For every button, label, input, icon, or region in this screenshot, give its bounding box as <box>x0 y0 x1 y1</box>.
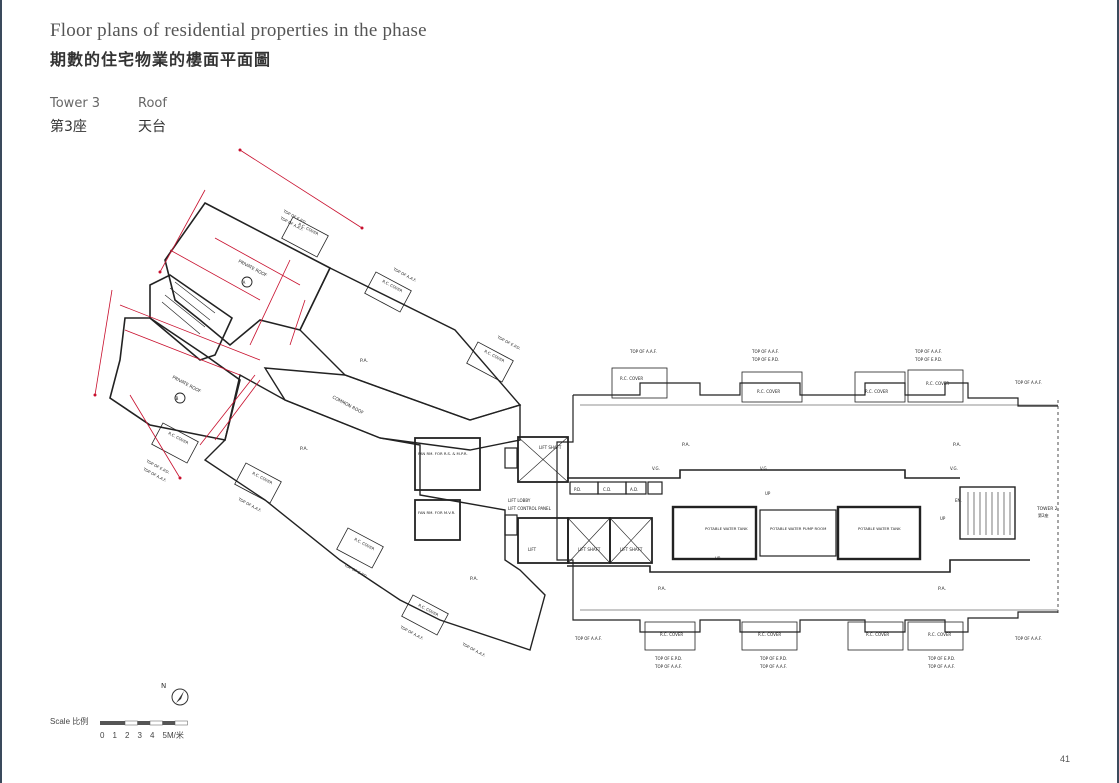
page-title-en: Floor plans of residential properties in… <box>50 20 427 41</box>
wing-rc-cover-5: R.C. COVER <box>252 470 274 485</box>
floor-label-zh: 天台 <box>138 119 166 135</box>
north-arrow: N <box>161 682 189 706</box>
lift-lobby-label: LIFT LOBBY <box>508 498 531 503</box>
top-aaf-label-7: TOP OF A.A.F. <box>654 664 682 669</box>
up-label-2: UP <box>765 491 771 496</box>
top-epd-label-3: TOP OF E.P.D. <box>654 656 682 661</box>
wing-top-epd-2: TOP OF E.P.D. <box>496 334 522 351</box>
rc-cover-label-2: R.C. COVER <box>757 389 780 394</box>
rc-cover-label-3: R.C. COVER <box>865 389 888 394</box>
common-roof-label: COMMON ROOF <box>331 394 365 416</box>
scale-tick-4: 4 <box>150 731 155 740</box>
top-epd-label-5: TOP OF E.P.D. <box>927 656 955 661</box>
rc-cover-label-8: R.C. COVER <box>928 632 951 637</box>
scale-tick-2: 2 <box>125 731 130 740</box>
scale-tick-1: 1 <box>112 731 117 740</box>
pa-label-bottom-left: P.A. <box>658 586 666 592</box>
up-label-1: UP <box>715 556 721 561</box>
top-aaf-label-2: TOP OF A.A.F. <box>751 349 779 354</box>
tank-label-1: POTABLE WATER TANK <box>705 526 748 531</box>
wing-top-aaf-2: TOP OF A.A.F. <box>392 266 418 283</box>
top-epd-label-4: TOP OF E.P.D. <box>759 656 787 661</box>
pd-label: P.D. <box>574 487 581 492</box>
lift-label: LIFT <box>528 547 537 552</box>
top-aaf-label-6: TOP OF A.A.F. <box>574 636 602 641</box>
scale-tick-5: 5M/米 <box>162 731 184 740</box>
marker-a: A <box>243 280 246 285</box>
pa-label-wing-top: P.A. <box>360 358 368 364</box>
scale-label: Scale 比例 <box>50 717 89 726</box>
cd-label: C.D. <box>603 487 611 492</box>
tower-label-zh: 第3座 <box>50 119 87 135</box>
rc-cover-label-4: R.C. COVER <box>926 381 949 386</box>
lift-shaft-label-2: LIFT SHAFT <box>578 547 601 552</box>
top-aaf-label-8: TOP OF A.A.F. <box>759 664 787 669</box>
tower2-label: TOWER 2 <box>1036 506 1058 512</box>
wing-top-aaf-6: TOP OF A.A.F. <box>461 641 487 658</box>
rc-cover-label-6: R.C. COVER <box>758 632 781 637</box>
scale-bar <box>100 720 188 726</box>
marker-b: B <box>176 396 179 401</box>
lift-shaft-label-1: LIFT SHAFT <box>539 445 562 450</box>
scale-tick-0: 0 <box>100 731 105 740</box>
rc-cover-label-7: R.C. COVER <box>866 632 889 637</box>
top-epd-label-2: TOP OF E.P.D. <box>914 357 942 362</box>
right-block <box>556 367 1059 651</box>
tower2-label-zh: 第2座 <box>1038 512 1049 518</box>
pa-label-bottom-right: P.A. <box>938 586 946 592</box>
north-label: N <box>161 682 166 690</box>
pump-room-label: POTABLE WATER PUMP ROOM <box>770 526 826 531</box>
pa-label-wing-middle: P.A. <box>300 446 308 452</box>
floor-label-en: Roof <box>138 96 167 111</box>
tower-label-en: Tower 3 <box>50 96 101 111</box>
lift-shaft-label-3: LIFT SHAFT <box>620 547 643 552</box>
dimension-lines <box>94 149 363 479</box>
top-epd-label-1: TOP OF E.P.D. <box>751 357 779 362</box>
up-label-3: UP <box>940 516 946 521</box>
fan-room-rs-label: FAN RM. FOR R.S. & M.P.R. <box>418 451 468 456</box>
vg-label-1: V.G. <box>652 466 660 471</box>
left-wing <box>109 201 546 651</box>
private-roof-label-b: PRIVATE ROOF <box>171 374 202 394</box>
wing-rc-cover-6: R.C. COVER <box>354 536 376 551</box>
tank-label-2: POTABLE WATER TANK <box>858 526 901 531</box>
page-title-zh: 期數的住宅物業的樓面平面圖 <box>50 50 272 69</box>
private-roof-label-a: PRIVATE ROOF <box>237 258 268 278</box>
top-aaf-label-3: TOP OF A.A.F. <box>914 349 942 354</box>
page-number: 41 <box>1060 754 1071 764</box>
wing-top-aaf-4: TOP OF A.A.F. <box>237 496 263 513</box>
top-aaf-label-5: TOP OF A.A.F. <box>1014 636 1042 641</box>
vg-label-2: V.G. <box>760 466 768 471</box>
rc-cover-label-5: R.C. COVER <box>660 632 683 637</box>
ad-label: A.D. <box>630 487 638 492</box>
fan-room-mvr-label: FAN RM. FOR M.V.R. <box>418 510 455 515</box>
rc-cover-label-1: R.C. COVER <box>620 376 643 381</box>
pa-label-right-top: P.A. <box>953 442 961 448</box>
top-aaf-label-1: TOP OF A.A.F. <box>629 349 657 354</box>
top-aaf-label-4: TOP OF A.A.F. <box>1014 380 1042 385</box>
top-aaf-label-9: TOP OF A.A.F. <box>927 664 955 669</box>
en-label: EN. <box>955 498 962 503</box>
lift-core <box>414 436 653 564</box>
lift-control-label: LIFT CONTROL PANEL <box>508 506 552 511</box>
pa-label-core: P.A. <box>682 442 690 448</box>
scale-tick-3: 3 <box>137 731 142 740</box>
pa-label-left-wing: P.A. <box>470 576 478 582</box>
vg-label-3: V.G. <box>950 466 958 471</box>
